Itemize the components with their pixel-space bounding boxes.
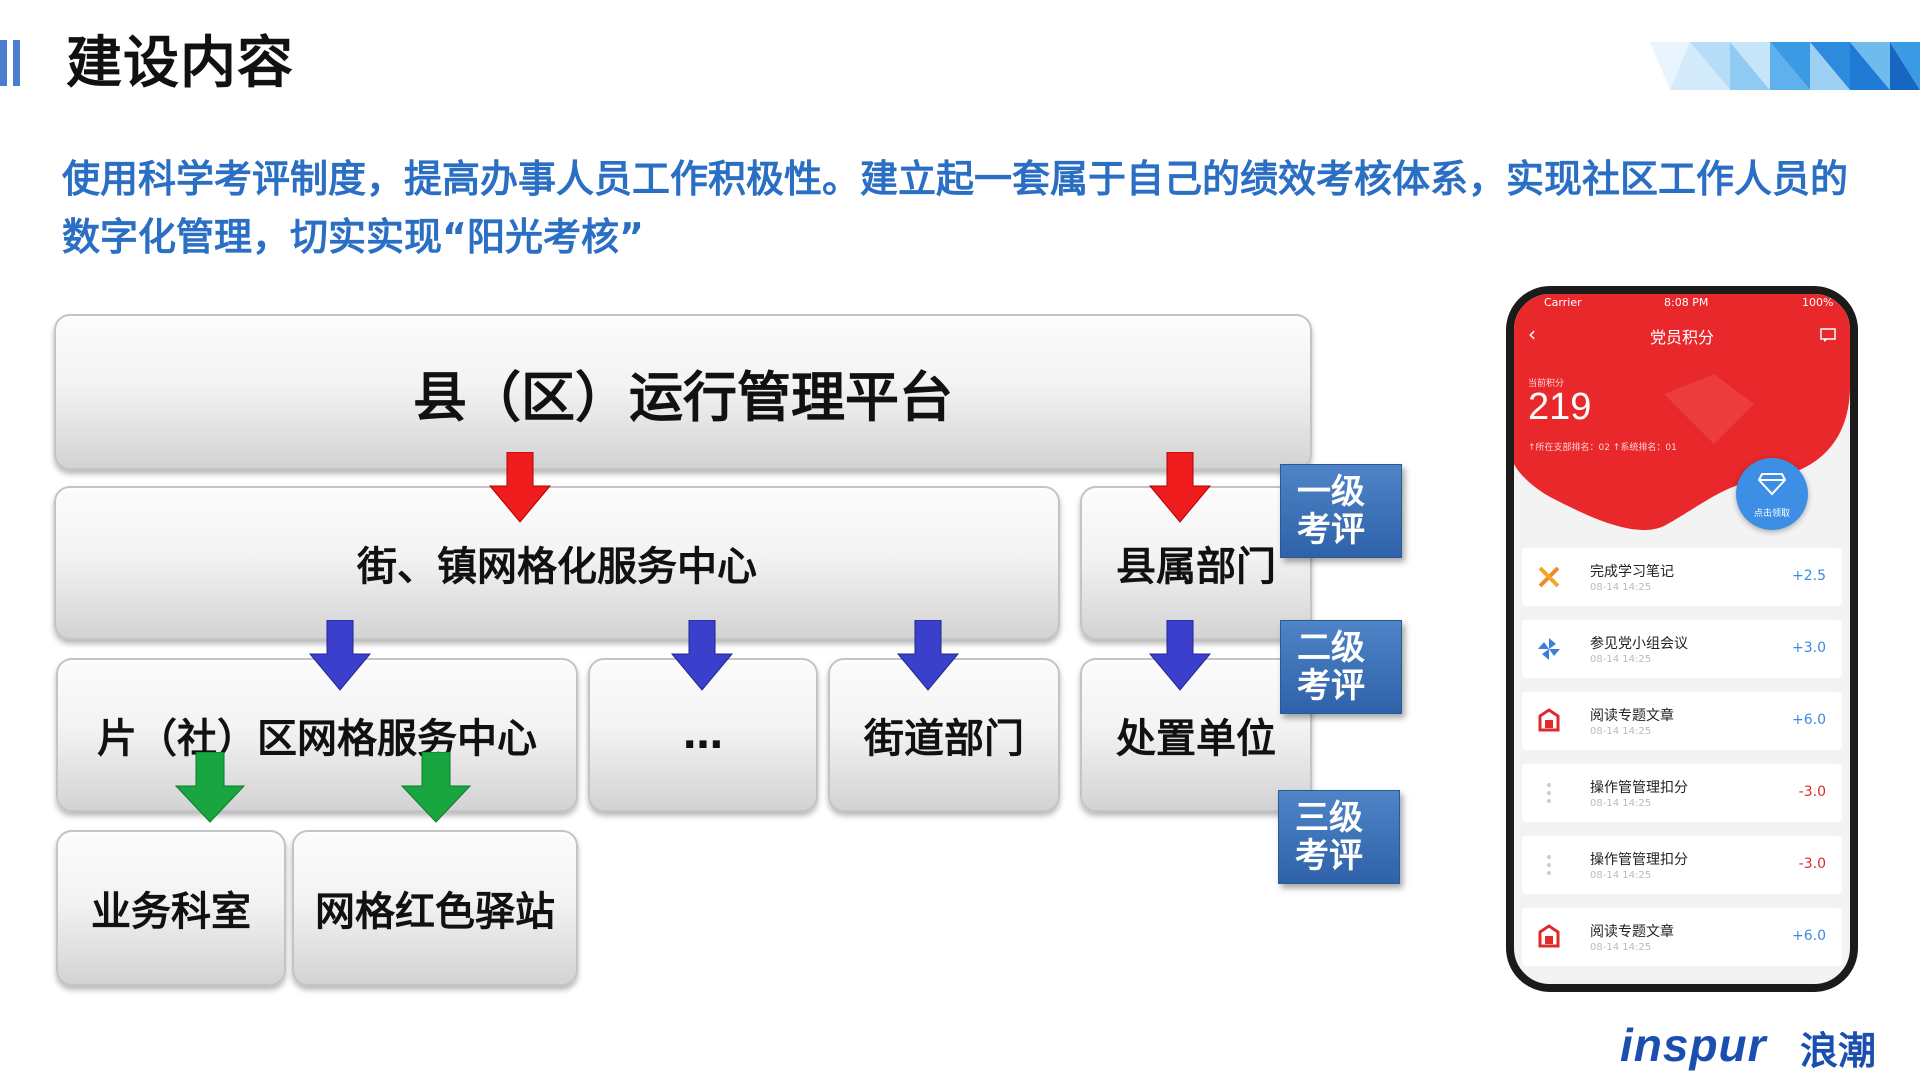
red-arrow-down-icon — [1148, 452, 1212, 523]
score-label: 当前积分 — [1528, 379, 1565, 389]
blue-arrow-down-icon — [896, 620, 960, 691]
status-battery: 100% — [1802, 296, 1834, 309]
diamond-icon — [1758, 473, 1786, 496]
pinwheel-icon — [1538, 638, 1560, 660]
header-accent-bar — [0, 40, 7, 86]
green-arrow-down-icon — [174, 752, 246, 823]
status-carrier: Carrier — [1544, 296, 1582, 309]
list-item[interactable]: 操作管管理扣分 08-14 14:25 -3.0 — [1522, 836, 1842, 894]
level-1-label: 一级考评 — [1280, 464, 1402, 558]
dots-icon — [1547, 783, 1551, 803]
page-title: 建设内容 — [66, 31, 294, 96]
list-item[interactable]: 阅读专题文章 08-14 14:25 +6.0 — [1522, 692, 1842, 750]
claim-badge-text: 点击领取 — [1753, 509, 1790, 519]
book-icon — [1538, 924, 1560, 948]
level-3-label: 三级考评 — [1278, 790, 1400, 884]
status-time: 8:08 PM — [1664, 296, 1709, 309]
blue-arrow-down-icon — [670, 620, 734, 691]
box-county-dept: 县属部门 — [1080, 486, 1312, 640]
header-accent-bar — [13, 40, 20, 86]
decorative-triangles — [1650, 42, 1920, 90]
inspur-logo: inspur — [1620, 1019, 1767, 1071]
red-arrow-down-icon — [488, 452, 552, 523]
subtitle: 使用科学考评制度，提高办事人员工作积极性。建立起一套属于自己的绩效考核体系，实现… — [62, 157, 1849, 259]
list-item[interactable]: 参见党小组会议 08-14 14:25 +3.0 — [1522, 620, 1842, 678]
box-area-center: 片（社）区网格服务中心 — [56, 658, 578, 812]
box-county-platform: 县（区）运行管理平台 — [54, 314, 1312, 470]
pencil-ruler-icon — [1538, 566, 1560, 588]
blue-arrow-down-icon — [1148, 620, 1212, 691]
list-item[interactable]: 操作管管理扣分 08-14 14:25 -3.0 — [1522, 764, 1842, 822]
inspur-logo-cn: 浪潮 — [1800, 1029, 1877, 1073]
box-red-station: 网格红色驿站 — [292, 830, 578, 986]
book-icon — [1538, 708, 1560, 732]
score-value: 219 — [1528, 386, 1592, 428]
dots-icon — [1547, 855, 1551, 875]
list-item[interactable]: 阅读专题文章 08-14 14:25 +6.0 — [1522, 908, 1842, 966]
box-business-office: 业务科室 — [56, 830, 286, 986]
back-icon[interactable]: ‹ — [1528, 322, 1536, 346]
message-icon[interactable] — [1820, 328, 1836, 342]
list-item[interactable]: 完成学习笔记 08-14 14:25 +2.5 — [1522, 548, 1842, 606]
phone-title: 党员积分 — [1649, 328, 1714, 347]
box-disposal-unit: 处置单位 — [1080, 658, 1312, 812]
box-street-center: 街、镇网格化服务中心 — [54, 486, 1060, 640]
green-arrow-down-icon — [400, 752, 472, 823]
points-list: 完成学习笔记 08-14 14:25 +2.5 参见党小组会议 08-14 14… — [1522, 548, 1842, 980]
box-street-dept: 街道部门 — [828, 658, 1060, 812]
blue-arrow-down-icon — [308, 620, 372, 691]
rank-text: ↑所在支部排名：02 ↑系统排名：01 — [1528, 443, 1677, 453]
claim-badge[interactable]: 点击领取 — [1736, 458, 1808, 530]
phone-mockup: Carrier 8:08 PM 100% ‹ 党员积分 当前积分 219 ↑所在… — [1506, 286, 1858, 992]
level-2-label: 二级考评 — [1280, 620, 1402, 714]
